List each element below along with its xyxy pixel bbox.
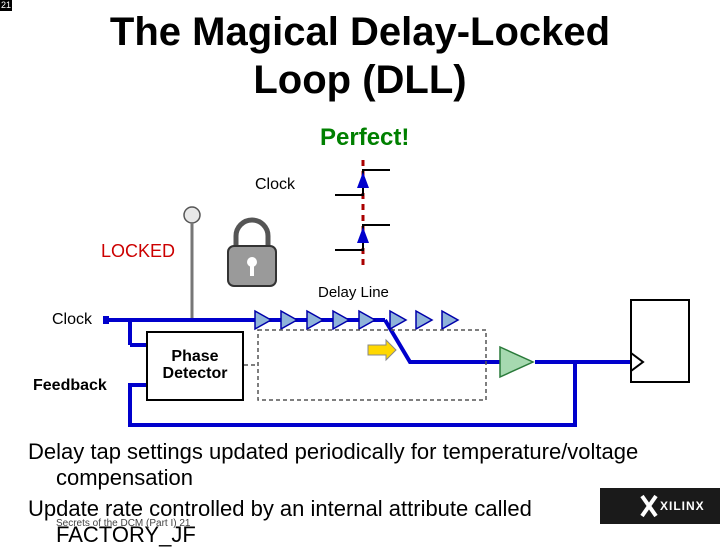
delay-buffer [441, 309, 460, 331]
phase-detector-line-2: Detector [162, 365, 228, 382]
delay-buffer [306, 309, 325, 331]
delay-line-label: Delay Line [318, 284, 389, 301]
perfect-label: Perfect! [320, 124, 410, 151]
bullet-1-line-1: Delay tap settings updated periodically … [28, 439, 639, 464]
xilinx-logo-icon [640, 494, 658, 518]
clock-input-label: Clock [52, 311, 93, 328]
destination-register [630, 299, 690, 383]
delay-control-box [257, 329, 487, 401]
flagpole-knob [183, 206, 201, 224]
footer-text: Secrets of the DCM (Part I) 21 [56, 518, 191, 529]
delay-buffer [389, 309, 408, 331]
delay-buffer [332, 309, 351, 331]
locked-label: LOCKED [101, 241, 176, 261]
locked-flag [183, 206, 277, 318]
xilinx-logo-bar: XILINX [600, 488, 720, 524]
delay-buffer [280, 309, 299, 331]
xilinx-logo-text: XILINX [660, 499, 705, 513]
slide-number: 21 [0, 0, 13, 11]
phase-detector-box [146, 331, 244, 401]
delay-buffer [415, 309, 434, 331]
rising-edge-arrow-top [357, 172, 369, 188]
feedback-label: Feedback [33, 377, 107, 394]
feedback-wire [128, 360, 577, 427]
clock-waveforms [335, 160, 390, 265]
title-line-1: The Magical Delay-Locked [109, 10, 611, 54]
output-buffer [499, 345, 535, 379]
delay-buffer [254, 309, 273, 331]
phase-detector-label: Phase Detector [147, 348, 243, 382]
bullet-1-line-2: compensation [56, 465, 193, 490]
delay-line [254, 309, 460, 331]
tap-select-wire [383, 318, 500, 364]
bullet-2-line-1: Update rate controlled by an internal at… [28, 496, 532, 521]
keyhole-icon [247, 257, 257, 267]
clock-label-top: Clock [255, 176, 296, 193]
tap-select-arrow [367, 338, 397, 362]
rising-edge-arrow-bottom [357, 227, 369, 243]
clock-input-marker [630, 352, 645, 372]
title-line-2: Loop (DLL) [253, 58, 467, 102]
phase-detector-line-1: Phase [171, 348, 219, 365]
padlock-shackle [233, 217, 271, 248]
delay-buffer [358, 309, 377, 331]
